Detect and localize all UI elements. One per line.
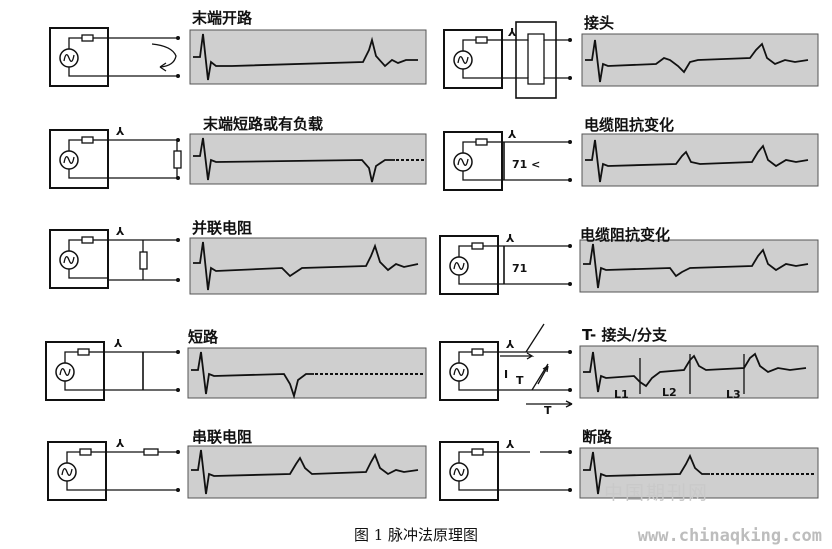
impedance-label: 71 <: [512, 158, 540, 171]
waveform-trace: [583, 243, 809, 289]
panel-label: 接头: [584, 14, 614, 32]
pulse-mark: ⅄: [116, 225, 125, 238]
panel-label: 短路: [188, 328, 219, 346]
pulse-mark: ⅄: [506, 438, 515, 451]
waveform-trace: [193, 33, 418, 81]
pulse-generator-box: [439, 441, 499, 501]
waveform-trace: [191, 351, 314, 400]
pulse-generator-box: [47, 441, 107, 501]
panel-short: ⅄ 短路: [45, 328, 427, 401]
pulse-mark: ⅄: [508, 26, 517, 39]
panel-label: 末端短路或有负载: [203, 115, 323, 133]
pulse-generator-box: [443, 29, 503, 89]
panel-label: T- 接头/分支: [582, 326, 668, 344]
waveform-panel: [579, 345, 819, 399]
waveform-trace: [583, 451, 710, 495]
pulse-mark: ⅄: [506, 338, 515, 351]
pulse-mark: ⅄: [508, 128, 517, 141]
transmit-label: T: [544, 404, 552, 417]
waveform-panel: [581, 133, 819, 187]
parallel-resistor: [139, 251, 148, 270]
pulse-generator-box: [443, 131, 503, 191]
waveform-trace: [585, 139, 809, 183]
figure-caption: 图 1 脉冲法原理图: [353, 526, 479, 544]
segment-label-l3: L3: [726, 388, 741, 401]
panel-short-or-load: ⅄ 末端短路或有负载: [49, 115, 427, 189]
panel-t-joint-branch: I T T ⅄ L1 L2 L3 T- 接头/分支: [439, 323, 819, 417]
transmit-label: T: [516, 374, 524, 387]
pulse-generator-box: [49, 129, 109, 189]
watermark-cn: 中国期刊网: [604, 482, 710, 504]
panel-label: 电缆阻抗变化: [584, 116, 674, 134]
segment-label-l2: L2: [662, 386, 677, 399]
pulse-mark: ⅄: [116, 125, 125, 138]
joint-box: [515, 21, 557, 99]
pulse-mark: ⅄: [506, 232, 515, 245]
waveform-trace: [193, 241, 419, 291]
current-label: I: [504, 368, 508, 381]
panel-label: 断路: [582, 428, 613, 446]
panel-parallel-resistor: ⅄ 并联电阻: [49, 219, 427, 295]
waveform-trace: [193, 137, 395, 183]
panel-label: 电缆阻抗变化: [580, 226, 670, 244]
waveform-panel: [189, 237, 427, 295]
panel-open: 末端开路: [49, 9, 427, 87]
waveform-trace: [585, 39, 809, 83]
impedance-label: 71: [512, 262, 527, 275]
waveform-trace: [583, 351, 807, 393]
reflection-arrow-icon: [151, 43, 177, 68]
pulse-generator-box: [49, 27, 109, 87]
pulse-mark: ⅄: [116, 437, 125, 450]
pulse-mark: ⅄: [114, 337, 123, 350]
pulse-generator-box: [439, 235, 499, 295]
panel-joint: ⅄ 接头: [443, 14, 819, 99]
panel-impedance-change-2: ⅄ 71 电缆阻抗变化: [439, 226, 819, 295]
waveform-panel: [189, 29, 427, 85]
panel-label: 串联电阻: [192, 428, 252, 446]
pulse-generator-box: [439, 341, 499, 401]
watermark-url: www.chinaqking.com: [637, 526, 822, 546]
panel-break: ⅄ 断路: [439, 428, 819, 501]
panel-label: 并联电阻: [192, 219, 252, 237]
waveform-panel: [189, 133, 427, 185]
pulse-generator-box: [49, 229, 109, 289]
segment-label-l1: L1: [614, 388, 629, 401]
load-resistor: [173, 150, 182, 169]
series-resistor: [143, 448, 159, 456]
waveform-panel: [579, 239, 819, 293]
pulse-generator-box: [45, 341, 105, 401]
panel-series-resistor: ⅄ 串联电阻: [47, 428, 427, 501]
waveform-trace: [191, 449, 419, 495]
panel-label: 末端开路: [192, 9, 253, 27]
panel-impedance-change-1: ⅄ 71 < 电缆阻抗变化: [443, 116, 819, 191]
